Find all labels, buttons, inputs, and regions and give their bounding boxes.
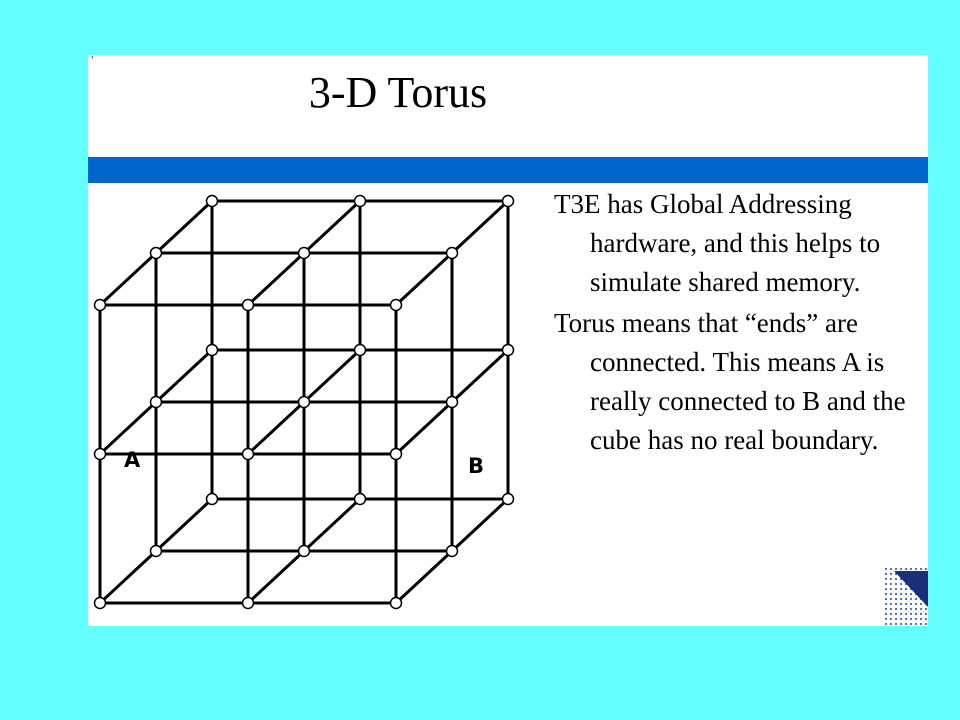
grid-node xyxy=(205,343,219,357)
torus-diagram: A B xyxy=(93,194,515,610)
grid-node xyxy=(149,395,163,409)
grid-edge-z xyxy=(154,348,214,404)
grid-edge-z xyxy=(302,497,362,553)
grid-edge-z xyxy=(302,199,362,255)
grid-node xyxy=(445,544,459,558)
grid-node xyxy=(149,246,163,260)
grid-node xyxy=(353,492,367,506)
grid-edge-z xyxy=(450,497,510,553)
grid-node xyxy=(389,298,403,312)
grid-edge-z xyxy=(450,199,510,255)
grid-node xyxy=(445,246,459,260)
corner-mark: ʿ xyxy=(90,55,95,70)
bullet-global-addressing: T3E has Global Addressing hardware, and … xyxy=(554,189,881,297)
bullet-list: T3E has Global Addressing hardware, and … xyxy=(554,185,928,462)
grid-edge-z xyxy=(394,400,454,456)
grid-node xyxy=(241,447,255,461)
grid-edge-z xyxy=(394,251,454,307)
grid-node xyxy=(93,596,107,610)
bullet-torus-meaning: Torus means that “ends” are connected. T… xyxy=(554,308,906,455)
grid-edge-z xyxy=(98,400,158,456)
grid-node xyxy=(149,544,163,558)
grid-node xyxy=(205,492,219,506)
grid-edge-z xyxy=(246,251,306,307)
grid-node xyxy=(501,194,515,208)
grid-node xyxy=(205,194,219,208)
grid-node xyxy=(297,246,311,260)
grid-edge-z xyxy=(246,400,306,456)
grid-node xyxy=(445,395,459,409)
grid-node xyxy=(353,194,367,208)
grid-nodes xyxy=(93,194,515,610)
grid-edge-z xyxy=(98,549,158,605)
node-label-b: B xyxy=(468,454,484,478)
grid-node xyxy=(353,343,367,357)
grid-node xyxy=(389,447,403,461)
grid-edge-z xyxy=(394,549,454,605)
grid-edge-z xyxy=(302,348,362,404)
grid-lines xyxy=(98,199,510,605)
grid-node xyxy=(501,492,515,506)
grid-node xyxy=(297,544,311,558)
grid-node xyxy=(389,596,403,610)
slide: ʿ 3-D Torus A B T3E has Global Addressin… xyxy=(88,55,928,626)
title-band xyxy=(88,157,928,183)
grid-node xyxy=(93,447,107,461)
grid-edge-z xyxy=(98,251,158,307)
grid-edge-z xyxy=(246,549,306,605)
grid-node xyxy=(501,343,515,357)
grid-node xyxy=(297,395,311,409)
grid-edge-z xyxy=(154,199,214,255)
grid-node xyxy=(241,298,255,312)
grid-edge-z xyxy=(450,348,510,404)
corner-triangle-icon xyxy=(884,567,928,626)
grid-node xyxy=(241,596,255,610)
grid-node xyxy=(93,298,107,312)
grid-edge-z xyxy=(154,497,214,553)
slide-title: 3-D Torus xyxy=(308,68,488,117)
node-label-a: A xyxy=(124,448,141,472)
